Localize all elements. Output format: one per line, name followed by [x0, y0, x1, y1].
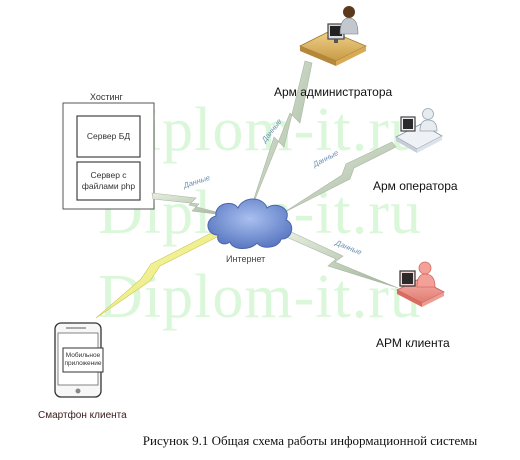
bolt-operator [282, 141, 397, 214]
mobile-app-label-line1: Мобильное [65, 352, 101, 359]
client-workstation-icon [396, 261, 445, 307]
db-server-label: Сервер БД [86, 131, 131, 141]
internet-label: Интернет [226, 254, 266, 264]
db-server-box [76, 115, 141, 158]
bolt-admin [248, 60, 313, 215]
client-workstation-label: АРМ клиента [376, 336, 450, 350]
operator-workstation-icon [395, 108, 443, 153]
figure-caption: Рисунок 9.1 Общая схема работы информаци… [142, 433, 478, 448]
operator-workstation-label: Арм оператора [373, 179, 458, 193]
admin-workstation-label: Арм администратора [274, 85, 393, 99]
admin-workstation-icon [299, 6, 367, 66]
internet-cloud-icon [207, 198, 293, 249]
bolt-hosting [151, 192, 233, 217]
file-server-label-line2: файлами php [81, 181, 136, 191]
smartphone-label: Смартфон клиента [38, 410, 127, 421]
file-server-label-line1: Сервер с [90, 170, 127, 180]
bolt-client [283, 229, 399, 289]
bolt-smartphone [95, 228, 224, 319]
smartphone-icon [54, 322, 104, 398]
hosting-title: Хостинг [90, 92, 123, 102]
mobile-app-label-line2: приложение [64, 360, 102, 367]
file-server-box [76, 161, 141, 201]
